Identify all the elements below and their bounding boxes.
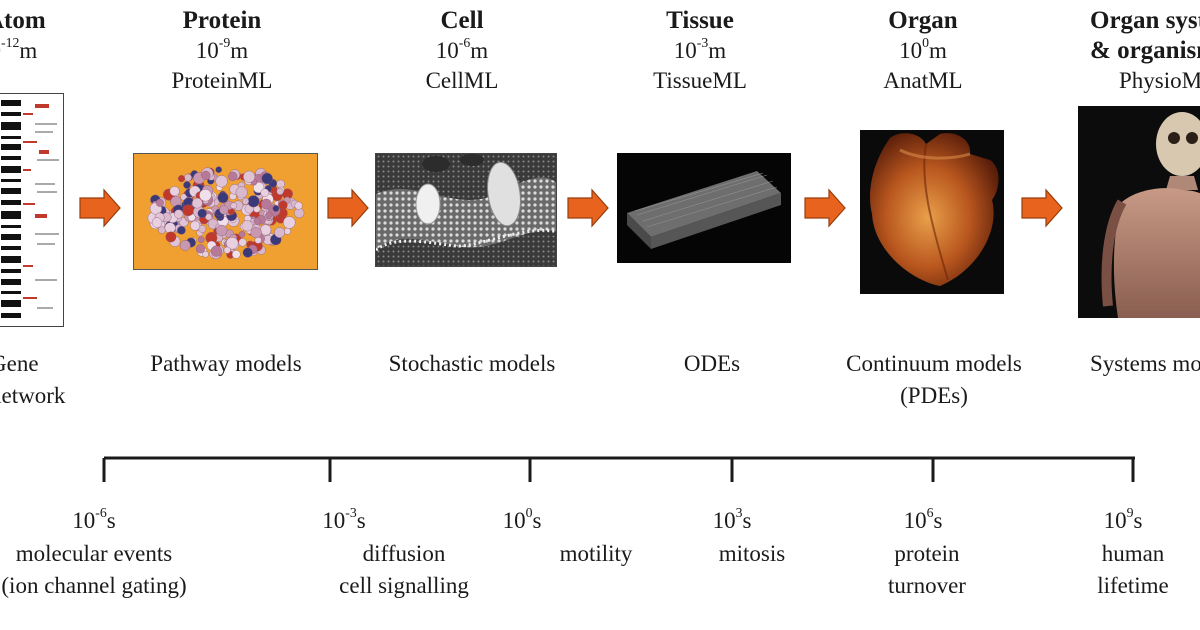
stage-scale: 10-9m — [195, 35, 249, 63]
stage-organism-header: Organ systems & organism PhysioML — [1090, 6, 1200, 96]
tick-time-value: 10-6s — [72, 505, 116, 533]
tissue-panel — [617, 153, 791, 263]
stage-protein-header: Protein 10-9m ProteinML — [172, 6, 273, 96]
stage-markup-language: AnatML — [883, 68, 963, 93]
tick-event-label: mitosis — [718, 541, 786, 566]
stage-scale: 10-6m — [435, 35, 489, 63]
tick-time-value: 109s — [1103, 505, 1143, 533]
tick-event-label: molecular events (ion channel gating) — [1, 541, 187, 598]
tick-time-value: 106s — [903, 505, 943, 533]
gene-sequence-image — [1, 100, 59, 318]
stage-name: Tissue — [666, 7, 734, 34]
tick-event-label: human lifetime — [1097, 541, 1169, 598]
model-label-cell: Stochastic models — [388, 351, 556, 376]
tissue-block-image — [627, 171, 781, 249]
flow-arrow-icon — [79, 188, 121, 228]
stage-cell-header: Cell 10-6m CellML — [426, 6, 499, 96]
timescale-axis — [102, 456, 1135, 482]
stage-name: Cell — [440, 7, 484, 34]
flow-arrow-icon — [804, 188, 846, 228]
model-label-tissue: ODEs — [683, 351, 741, 376]
cell-membrane-image — [376, 154, 556, 266]
gene-sequence-panel — [0, 93, 64, 327]
stage-name: Atom — [0, 7, 46, 34]
protein-structure-image — [147, 166, 305, 260]
model-label-organ: Continuum models (PDEs) — [846, 351, 1022, 408]
model-label-organism: Systems models — [1090, 351, 1200, 376]
stage-tissue-header: Tissue 10-3m TissueML — [653, 6, 747, 96]
stage-name: Organ — [888, 7, 958, 34]
tick-time-value: 10-3s — [322, 505, 366, 533]
flow-arrow-icon — [327, 188, 369, 228]
human-body-image — [1101, 112, 1200, 318]
organism-panel — [1078, 106, 1200, 318]
stage-name: Protein — [182, 7, 262, 34]
tick-event-label: diffusion cell signalling — [339, 541, 469, 598]
stage-markup-language: TissueML — [653, 68, 747, 93]
stage-organ-header: Organ 100m AnatML — [883, 6, 962, 96]
stage-scale: 100m — [899, 35, 947, 63]
stage-atom-header: Atom 10-12m — [0, 6, 60, 66]
stage-scale: 10-12m — [0, 35, 38, 63]
stage-scale: 10-3m — [673, 35, 727, 63]
tick-time-value: 100s — [502, 505, 542, 533]
stage-name: Organ systems & organism — [1090, 7, 1200, 64]
model-label-protein: Pathway models — [150, 351, 302, 376]
model-label-atom: Gene networks — [0, 351, 66, 408]
flow-arrow-icon — [1021, 188, 1063, 228]
flow-arrow-icon — [567, 188, 609, 228]
tick-time-value: 103s — [712, 505, 752, 533]
protein-panel — [133, 153, 318, 270]
stage-markup-language: CellML — [425, 68, 499, 93]
cell-panel — [375, 153, 557, 267]
stage-markup-language: ProteinML — [171, 68, 273, 93]
heart-image — [870, 133, 999, 286]
stage-markup-language: PhysioML — [1119, 68, 1200, 93]
heart-panel — [860, 130, 1004, 294]
tick-event-label: motility — [559, 541, 633, 566]
tick-event-label: protein turnover — [888, 541, 966, 598]
